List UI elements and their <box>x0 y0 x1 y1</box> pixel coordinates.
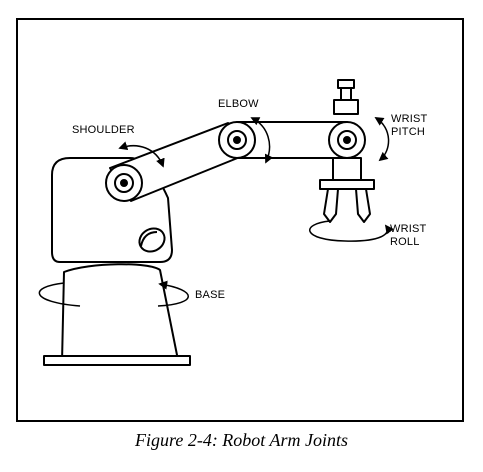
base-label: BASE <box>195 289 225 301</box>
figure-caption: Figure 2-4: Robot Arm Joints <box>135 430 348 450</box>
wrist-pitch-label-line2: PITCH <box>391 126 425 138</box>
base-pedestal <box>43 263 191 366</box>
wrist-roll-label-line1: WRIST <box>390 223 427 235</box>
elbow-label: ELBOW <box>218 98 259 110</box>
shoulder-rotation-arrow <box>118 141 165 168</box>
elbow-joint <box>218 121 256 159</box>
shoulder-label: SHOULDER <box>72 124 135 136</box>
wrist-pitch-label-line1: WRIST <box>391 113 428 125</box>
elbow-rotation-arrow <box>250 117 274 164</box>
shoulder-joint <box>105 164 143 202</box>
wrist-roll-label-line2: ROLL <box>390 236 420 248</box>
wrist-gripper <box>319 79 375 223</box>
wrist-roll-arrow <box>309 220 394 242</box>
robot-arm-diagram: SHOULDER ELBOW WRIST PITCH WRIST ROLL BA… <box>38 79 428 366</box>
wrist-pitch-arrow <box>374 117 390 162</box>
base-rotation-arrow <box>38 283 189 307</box>
